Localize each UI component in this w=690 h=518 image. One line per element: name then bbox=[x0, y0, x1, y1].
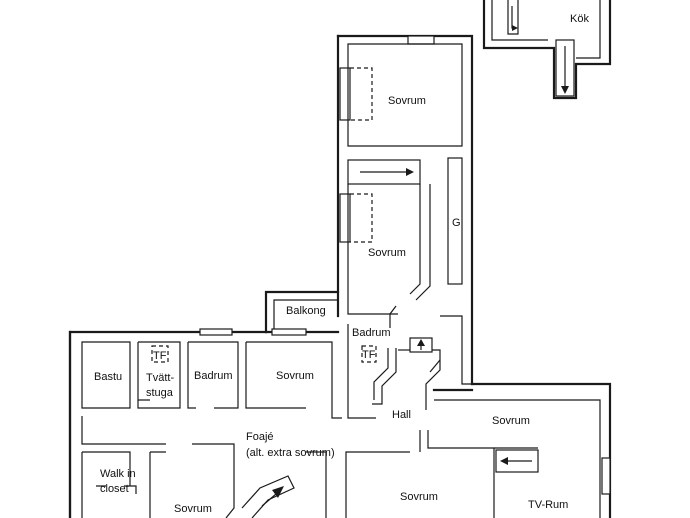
sauna-label: Bastu bbox=[94, 371, 122, 383]
balcony-label: Balkong bbox=[286, 305, 326, 317]
window-left-1 bbox=[199, 328, 233, 336]
laundry-label-1: Tvätt- bbox=[146, 372, 174, 384]
foyer-label-2: (alt. extra sovrum) bbox=[246, 447, 335, 459]
window-left-2 bbox=[271, 328, 307, 336]
garage-label: G bbox=[452, 217, 461, 229]
bathroom-right-label: Badrum bbox=[352, 327, 391, 339]
lower-left-wing: Bastu TF Tvätt- stuga Badrum Sovrum Foaj… bbox=[68, 328, 342, 518]
kitchen-label: Kök bbox=[570, 13, 589, 25]
window-top bbox=[407, 35, 435, 45]
walkin-label-1: Walk in bbox=[100, 468, 136, 480]
hall-label: Hall bbox=[392, 409, 411, 421]
lower-right-wing: Sovrum Sovrum TV-Rum bbox=[345, 382, 612, 518]
bedroom-mid-label: Sovrum bbox=[368, 247, 406, 259]
bedroom-left-label: Sovrum bbox=[276, 370, 314, 382]
bedroom-top-label: Sovrum bbox=[388, 95, 426, 107]
tf-right-label: TF bbox=[362, 349, 376, 361]
bedroom-east-label: Sovrum bbox=[492, 415, 530, 427]
bedroom-bottom-mid-label: Sovrum bbox=[400, 491, 438, 503]
bedroom-bottom-left-label: Sovrum bbox=[174, 503, 212, 515]
tv-room-label: TV-Rum bbox=[528, 499, 568, 511]
kitchen-area: Kök bbox=[482, 0, 612, 100]
foyer-label-1: Foajé bbox=[246, 431, 274, 443]
garage-strip bbox=[447, 157, 463, 285]
bathroom-right: Badrum TF bbox=[347, 305, 441, 419]
walkin-label-2: closet bbox=[100, 483, 129, 495]
bathroom-left-label: Badrum bbox=[194, 370, 233, 382]
tf-left-label: TF bbox=[153, 350, 167, 362]
upper-wing: Sovrum G Sovrum bbox=[336, 34, 474, 386]
laundry-label-2: stuga bbox=[146, 387, 174, 399]
window-right bbox=[601, 457, 611, 495]
balcony: Balkong bbox=[264, 290, 340, 334]
